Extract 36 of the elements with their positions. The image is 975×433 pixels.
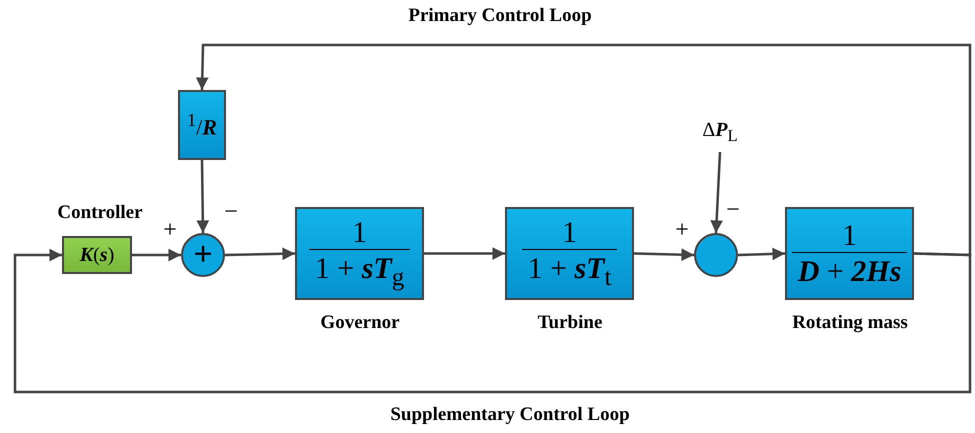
transfer-function: K(s)	[80, 245, 114, 265]
signal-arrow	[634, 248, 694, 262]
sign-label: −	[223, 200, 239, 224]
summing-junction	[181, 233, 225, 277]
signal-arrow	[224, 248, 296, 260]
denominator: D + 2Hs	[792, 252, 908, 288]
sign-label: +	[162, 218, 178, 242]
signal-arrow	[424, 247, 506, 260]
sign-label: −	[725, 198, 741, 222]
denominator: 1 + sT$_{t}$	[522, 248, 618, 292]
block-caption: Rotating mass	[791, 312, 909, 334]
transfer-function: $^{1}$/R	[187, 111, 217, 139]
summing-junction	[694, 233, 738, 277]
transfer-function-block	[295, 207, 424, 300]
plus-sign: +	[193, 238, 213, 272]
loop-label: Primary Control Loop	[407, 6, 593, 25]
sign-label: +	[674, 218, 690, 242]
block-caption: Turbine	[536, 312, 604, 334]
signal-arrow	[14, 248, 972, 394]
signal-arrow	[738, 248, 786, 260]
denominator: 1 + sT$_{g}$	[308, 248, 410, 292]
signal-arrow	[196, 44, 972, 256]
block-caption: Governor	[319, 312, 401, 334]
numerator: 1	[841, 219, 858, 252]
signal-arrow	[710, 152, 723, 234]
block-caption: Controller	[56, 202, 144, 224]
controller-block	[62, 236, 132, 274]
numerator: 1	[561, 216, 578, 249]
load-change-symbol: ΔP$_{L}$	[702, 120, 738, 144]
loop-label: Supplementary Control Loop	[389, 405, 631, 424]
signal-arrow	[132, 248, 182, 262]
transfer-function-block	[785, 207, 914, 300]
gain-block	[178, 90, 226, 160]
numerator: 1	[351, 216, 368, 249]
transfer-function-block	[505, 207, 634, 300]
signal-arrow	[196, 160, 210, 234]
